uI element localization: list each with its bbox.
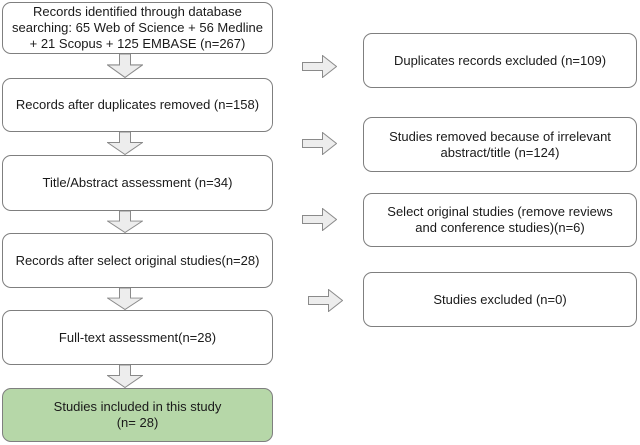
down-arrow-icon bbox=[107, 132, 143, 155]
right-arrow-icon bbox=[302, 208, 337, 231]
right-arrow-icon bbox=[302, 132, 337, 155]
box-studies-included-label: Studies included in this study (n= 28) bbox=[53, 399, 222, 430]
box-duplicates-excluded-label: Duplicates records excluded (n=109) bbox=[393, 52, 607, 68]
box-select-original-studies-label: Select original studies (remove reviews … bbox=[387, 204, 613, 235]
box-irrelevant-abstract-title-removed-label: Studies removed because of irrelevant ab… bbox=[389, 128, 611, 160]
box-select-original-studies: Select original studies (remove reviews … bbox=[363, 193, 637, 247]
box-records-after-select-original-studies-label: Records after select original studies(n=… bbox=[15, 252, 260, 268]
box-records-after-duplicates-removed: Records after duplicates removed (n=158) bbox=[2, 78, 273, 132]
box-duplicates-excluded: Duplicates records excluded (n=109) bbox=[363, 33, 637, 88]
box-records-after-duplicates-removed-label: Records after duplicates removed (n=158) bbox=[15, 97, 260, 112]
box-records-identified-label: Records identified through database sear… bbox=[12, 4, 263, 51]
box-records-identified: Records identified through database sear… bbox=[2, 2, 273, 54]
box-full-text-assessment-label: Full-text assessment(n=28) bbox=[58, 329, 217, 345]
box-title-abstract-assessment-label: Title/Abstract assessment (n=34) bbox=[42, 175, 233, 190]
box-studies-excluded-label: Studies excluded (n=0) bbox=[433, 291, 567, 307]
box-irrelevant-abstract-title-removed: Studies removed because of irrelevant ab… bbox=[363, 117, 637, 172]
box-full-text-assessment: Full-text assessment(n=28) bbox=[2, 310, 273, 365]
down-arrow-icon bbox=[107, 288, 143, 310]
box-title-abstract-assessment: Title/Abstract assessment (n=34) bbox=[2, 155, 273, 211]
down-arrow-icon bbox=[107, 365, 143, 388]
box-studies-included: Studies included in this study (n= 28) bbox=[2, 388, 273, 442]
down-arrow-icon bbox=[107, 211, 143, 233]
right-arrow-icon bbox=[302, 55, 337, 78]
box-studies-excluded: Studies excluded (n=0) bbox=[363, 272, 637, 327]
right-arrow-icon bbox=[308, 289, 343, 312]
box-records-after-select-original-studies: Records after select original studies(n=… bbox=[2, 233, 273, 288]
down-arrow-icon bbox=[107, 54, 143, 78]
